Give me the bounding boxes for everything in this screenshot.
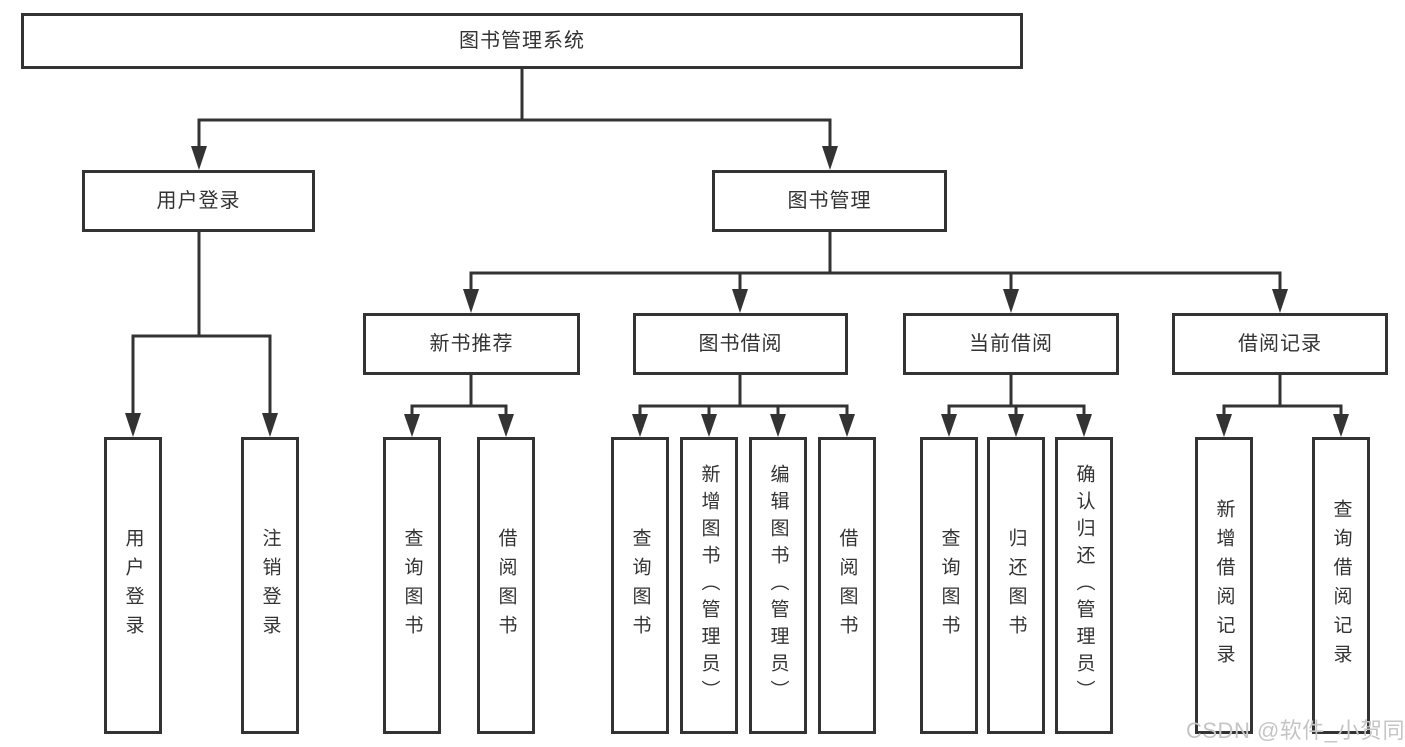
watermark: CSDN @软件_小贺同学 — [1186, 718, 1405, 743]
node-label: 查询图书 — [629, 527, 651, 644]
leaf-current-return-book: 归还图书 — [987, 437, 1045, 734]
node-label: 图书管理系统 — [459, 30, 585, 52]
leaf-logout-login: 注销登录 — [241, 437, 299, 734]
leaf-borrow-query-book: 查询图书 — [611, 437, 669, 734]
node-label: 新书推荐 — [429, 333, 514, 355]
node-label: 编辑图书（管理员） — [767, 464, 789, 707]
leaf-records-query-borrow-record: 查询借阅记录 — [1312, 437, 1370, 734]
node-label: 用户登录 — [122, 527, 144, 644]
node-label: 用户登录 — [156, 190, 241, 212]
node-label: 借阅记录 — [1238, 333, 1322, 355]
node-label: 查询借阅记录 — [1330, 498, 1352, 673]
leaf-recommend-query-book: 查询图书 — [383, 437, 441, 734]
node-new-book-recommend: 新书推荐 — [363, 313, 580, 375]
leaf-current-confirm-return-admin: 确认归还（管理员） — [1055, 437, 1113, 734]
leaf-records-add-borrow-record: 新增借阅记录 — [1195, 437, 1253, 734]
node-label: 归还图书 — [1005, 527, 1027, 644]
node-label: 查询图书 — [401, 527, 423, 644]
node-book-management: 图书管理 — [712, 170, 947, 232]
node-label: 确认归还（管理员） — [1073, 464, 1095, 707]
leaf-borrow-edit-book-admin: 编辑图书（管理员） — [749, 437, 807, 734]
node-library-management-system: 图书管理系统 — [21, 13, 1023, 69]
node-label: 注销登录 — [259, 527, 281, 644]
node-label: 借阅图书 — [495, 527, 517, 644]
node-label: 图书管理 — [787, 190, 872, 212]
node-label: 借阅图书 — [836, 527, 858, 644]
node-label: 当前借阅 — [969, 333, 1053, 355]
leaf-borrow-add-book-admin: 新增图书（管理员） — [680, 437, 738, 734]
node-label: 新增借阅记录 — [1213, 498, 1235, 673]
node-book-borrow: 图书借阅 — [633, 313, 848, 375]
leaf-recommend-borrow-book: 借阅图书 — [477, 437, 535, 734]
node-label: 图书借阅 — [698, 333, 783, 355]
leaf-user-login: 用户登录 — [104, 437, 162, 734]
node-label: 新增图书（管理员） — [698, 464, 720, 707]
node-user-login: 用户登录 — [82, 170, 315, 232]
node-current-borrow: 当前借阅 — [903, 313, 1119, 375]
leaf-current-query-book: 查询图书 — [920, 437, 978, 734]
node-label: 查询图书 — [938, 527, 960, 644]
leaf-borrow-borrow-book: 借阅图书 — [818, 437, 876, 734]
node-borrow-records: 借阅记录 — [1172, 313, 1388, 375]
